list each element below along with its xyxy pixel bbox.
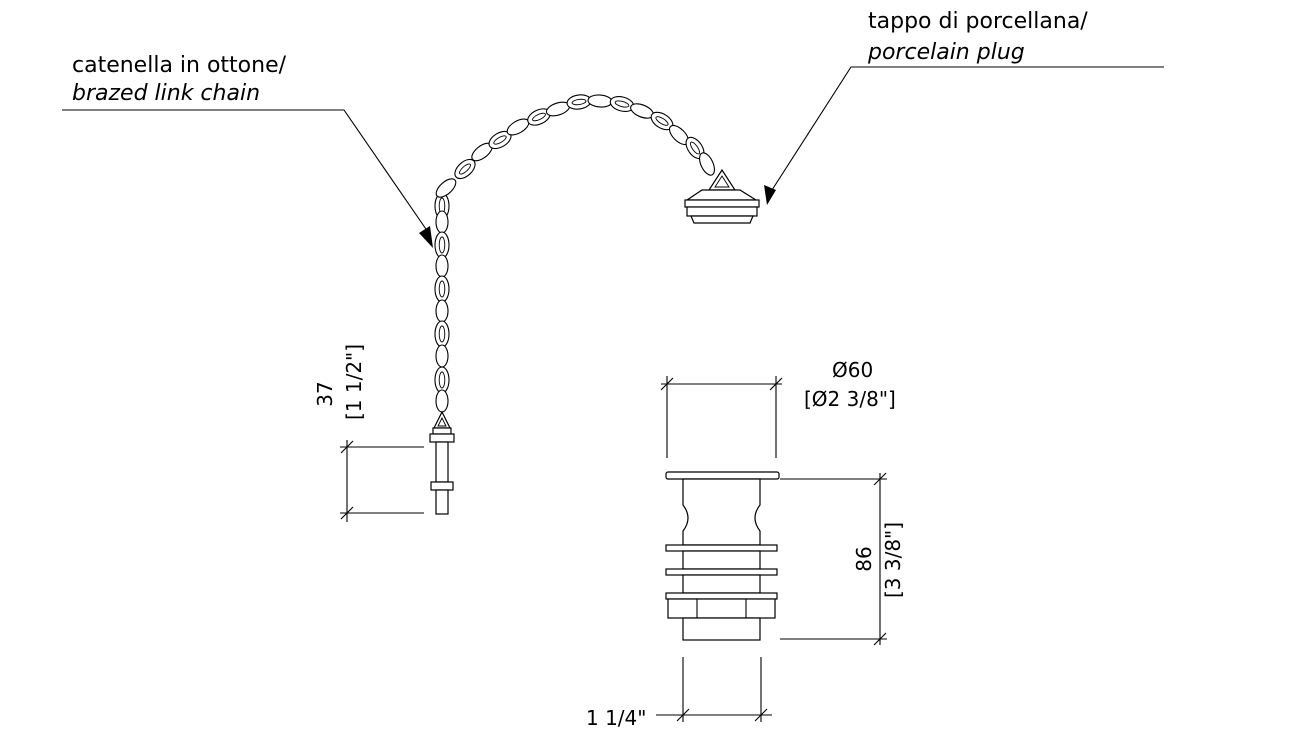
chain-height-mm: 37 — [313, 381, 337, 406]
plug-label-english: porcelain plug — [867, 40, 1025, 65]
chain-height-inches: [1 1/2"] — [342, 344, 366, 420]
body-height-inches: [3 3/8"] — [881, 522, 905, 598]
plug-leader-line — [764, 66, 1164, 205]
chain-leader-line — [62, 109, 433, 248]
diameter-dimension — [660, 376, 783, 458]
chain-label-english: brazed link chain — [72, 81, 260, 106]
chain-anchor-pin — [429, 410, 455, 515]
body-height-mm: 86 — [852, 546, 876, 571]
diameter-mm: Ø60 — [832, 358, 873, 382]
thread-dimension — [656, 657, 772, 722]
chain-label-italian: catenella in ottone/ — [72, 53, 287, 78]
chain-height-dimension — [340, 440, 424, 522]
hanging-chain — [434, 210, 450, 413]
diameter-inches: [Ø2 3/8"] — [804, 387, 896, 411]
brazed-link-chain — [434, 94, 715, 220]
plug-label-italian: tappo di porcellana/ — [868, 9, 1088, 34]
drain-body — [665, 471, 780, 641]
body-height-dimension — [780, 472, 887, 646]
thread-size: 1 1/4" — [586, 706, 646, 730]
porcelain-plug — [684, 168, 760, 224]
